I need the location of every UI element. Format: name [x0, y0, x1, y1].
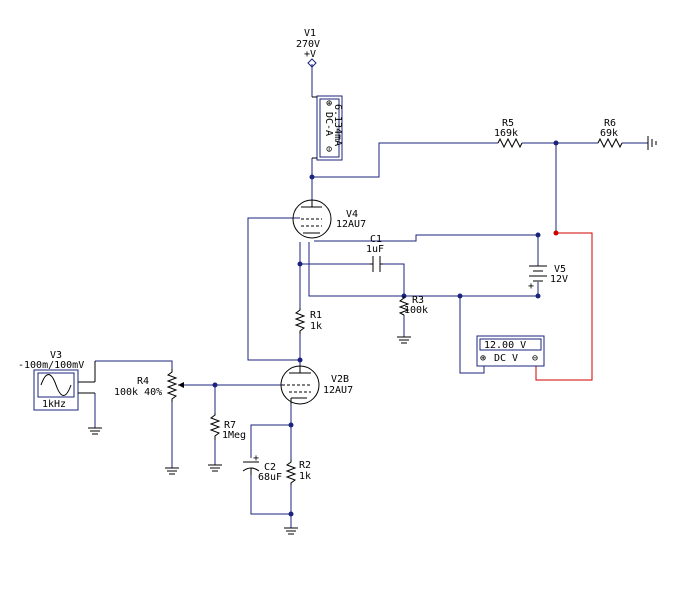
v3-freq: 1kHz [42, 399, 66, 410]
v2b-triode[interactable]: V2B 12AU7 [280, 365, 353, 405]
wires [94, 64, 648, 528]
r1-resistor[interactable]: R1 1k [294, 308, 322, 334]
ammeter-reading: 6.134mA [332, 104, 343, 146]
r2-resistor[interactable]: R2 1k [285, 460, 311, 485]
r5-resistor[interactable]: R5 169k [494, 118, 523, 149]
r1-ref: R1 [310, 310, 322, 321]
r3-resistor[interactable]: R3 100k [398, 295, 428, 316]
supply-terminal-icon [307, 58, 317, 68]
voltmeter[interactable]: 12.00 V ⊕ DC V ⊖ [476, 335, 545, 367]
v1-ref: V1 [304, 28, 316, 39]
c1-capacitor[interactable]: C1 1uF [366, 234, 384, 272]
ground-icon-right [647, 136, 657, 150]
v3-value: -100m/100mV [18, 360, 84, 371]
junction-dots [212, 140, 559, 517]
c2-capacitor[interactable]: + C2 68uF [242, 453, 282, 483]
r5-value: 169k [494, 128, 518, 139]
v1-value: 270V [296, 39, 320, 50]
voltmeter-mode: DC V [494, 353, 518, 364]
ground-icon-v3 [88, 427, 102, 435]
v1-extra: +V [304, 49, 316, 60]
v4-triode[interactable]: V4 12AU7 [292, 199, 366, 239]
r4-ref: R4 [137, 376, 149, 387]
battery-plus-icon: + [528, 281, 534, 292]
v1-supply[interactable]: V1 270V +V [296, 28, 320, 68]
v5-battery[interactable]: + V5 12V [528, 264, 568, 292]
v4-ref: V4 [346, 209, 358, 220]
c2-ref: C2 [264, 462, 276, 473]
v3-ref: V3 [50, 350, 62, 361]
ground-icon-r3 [397, 336, 411, 344]
r4-value: 100k 40% [114, 387, 162, 398]
r7-ref: R7 [224, 420, 236, 431]
v3-source[interactable]: V3 -100m/100mV 1kHz [18, 350, 96, 411]
r3-ref: R3 [412, 295, 424, 306]
r7-value: 1Meg [222, 430, 246, 441]
v5-value: 12V [550, 274, 568, 285]
ammeter-plus: ⊕ [323, 100, 334, 106]
voltmeter-minus: ⊖ [532, 353, 538, 364]
r6-resistor[interactable]: R6 69k [597, 118, 623, 149]
ammeter-minus: ⊖ [323, 146, 334, 152]
c1-value: 1uF [366, 244, 384, 255]
v2b-value: 12AU7 [323, 385, 353, 396]
r6-ref: R6 [604, 118, 616, 129]
c2-value: 68uF [258, 472, 282, 483]
voltmeter-plus: ⊕ [480, 353, 486, 364]
r2-ref: R2 [299, 460, 311, 471]
ground-icon-r4 [165, 467, 179, 475]
r3-value: 100k [404, 305, 428, 316]
r6-value: 69k [600, 128, 618, 139]
voltmeter-reading: 12.00 V [484, 340, 526, 351]
ground-icon-r7 [208, 464, 222, 472]
sine-wave-icon [40, 374, 72, 396]
r5-ref: R5 [502, 118, 514, 129]
r2-value: 1k [299, 471, 311, 482]
c2-plus-icon: + [253, 453, 259, 464]
v2b-ref: V2B [331, 374, 349, 385]
ammeter-mode: DC-A [323, 112, 334, 136]
v5-ref: V5 [554, 264, 566, 275]
c1-ref: C1 [370, 234, 382, 245]
ammeter[interactable]: ⊕ DC-A 6.134mA ⊖ [312, 95, 343, 161]
ground-icon-main [284, 527, 298, 535]
wiper-arrow-icon [178, 382, 184, 388]
r1-value: 1k [310, 321, 322, 332]
r7-resistor[interactable]: R7 1Meg [209, 413, 246, 441]
r4-potentiometer[interactable]: R4 100k 40% [114, 369, 184, 402]
v4-value: 12AU7 [336, 219, 366, 230]
